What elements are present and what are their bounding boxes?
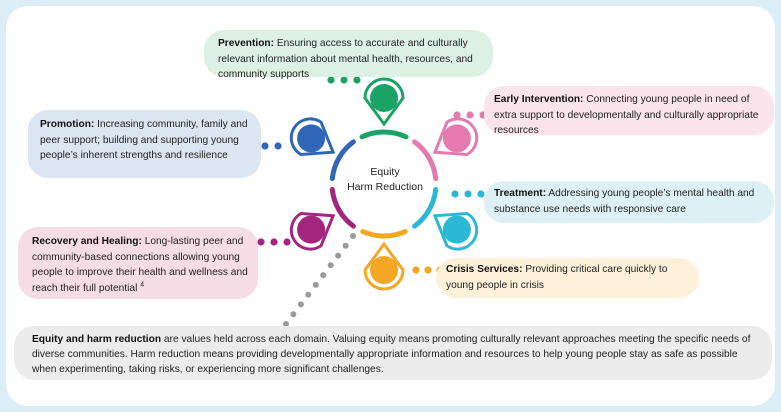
prevention-title: Prevention:	[218, 38, 275, 49]
ring-arc-prevention	[359, 129, 409, 140]
early-intervention-box: Early Intervention: Connecting young peo…	[484, 86, 774, 136]
crisis-pin-icon	[363, 241, 405, 291]
prevention-connector-dot	[340, 76, 348, 84]
crisis-connector-dot	[424, 266, 432, 274]
early-intervention-connector-dot	[453, 111, 461, 119]
equity-connector-dot	[320, 272, 327, 279]
equity-connector-dot	[350, 233, 356, 239]
equity-title: Equity and harm reduction	[32, 334, 162, 345]
promotion-text: Increasing community, family and peer su…	[40, 119, 248, 161]
ring-arc-treatment	[412, 186, 439, 229]
early-intervention-text: Connecting young people in need of extra…	[494, 94, 759, 136]
ring-arc-recovery	[329, 186, 356, 229]
treatment-box: Treatment: Addressing young people’s men…	[484, 181, 774, 223]
treatment-connector-dot	[451, 190, 459, 198]
equity-connector-dot	[335, 252, 342, 259]
early-intervention-connector-dot	[466, 111, 474, 119]
equity-box: Equity and harm reduction are values hel…	[14, 326, 772, 380]
crisis-services-box: Crisis Services: Providing critical care…	[436, 258, 699, 298]
treatment-text: Addressing young people’s mental health …	[494, 188, 755, 215]
treatment-connector-dot	[464, 190, 472, 198]
prevention-box: Prevention: Ensuring access to accurate …	[204, 30, 493, 80]
promotion-pin-fill	[297, 124, 326, 153]
equity-connector-dot	[342, 242, 349, 249]
crisis-services-text: Providing critical care quickly to young…	[446, 264, 668, 291]
ring-arc-crisis	[360, 229, 408, 239]
promotion-connector-dot	[274, 142, 282, 150]
prevention-pin-icon	[363, 77, 405, 127]
promotion-pin-icon	[289, 117, 336, 157]
treatment-pin-fill	[442, 215, 471, 244]
recovery-pin-icon	[289, 211, 336, 251]
promotion-box: Promotion: Increasing community, family …	[28, 110, 261, 178]
prevention-pin-fill	[370, 84, 398, 112]
promotion-connector-dot	[261, 142, 269, 150]
early-intervention-pin-icon	[432, 117, 479, 157]
recovery-box: Recovery and Healing: Long-lasting peer …	[18, 227, 258, 299]
treatment-pin-icon	[432, 211, 479, 251]
equity-connector-dot	[327, 262, 334, 269]
equity-connector-dot	[283, 321, 289, 327]
recovery-connector-dot	[257, 238, 265, 246]
early-intervention-pin-fill	[442, 124, 471, 153]
crisis-connector-dot	[412, 266, 420, 274]
ring-arc-early-intervention	[412, 139, 439, 182]
center-line-2: Harm Reduction	[347, 181, 423, 193]
prevention-text: Ensuring access to accurate and cultural…	[218, 38, 473, 80]
equity-connector-dot	[312, 281, 319, 288]
recovery-connector-dot	[270, 238, 278, 246]
crisis-services-title: Crisis Services:	[446, 264, 523, 275]
ring-arc-promotion	[329, 139, 356, 182]
recovery-pin-fill	[297, 215, 326, 244]
treatment-title: Treatment:	[494, 188, 547, 199]
equity-text: are values held across each domain. Valu…	[32, 334, 751, 375]
prevention-connector-dot	[353, 76, 361, 84]
equity-connector-dot	[290, 311, 297, 318]
prevention-connector-dot	[327, 76, 335, 84]
promotion-title: Promotion:	[40, 119, 95, 130]
treatment-connector-dot	[477, 190, 485, 198]
recovery-text: Long-lasting peer and community-based co…	[32, 236, 248, 294]
equity-connector-dot	[305, 291, 312, 298]
center-label: Equity Harm Reduction	[335, 165, 435, 195]
recovery-connector-dot	[283, 238, 291, 246]
equity-connector-dot	[297, 301, 304, 308]
center-line-1: Equity	[370, 166, 400, 178]
recovery-title: Recovery and Healing:	[32, 236, 142, 247]
early-intervention-title: Early Intervention:	[494, 94, 584, 105]
recovery-footnote: 4	[140, 281, 145, 289]
crisis-pin-fill	[370, 256, 398, 284]
